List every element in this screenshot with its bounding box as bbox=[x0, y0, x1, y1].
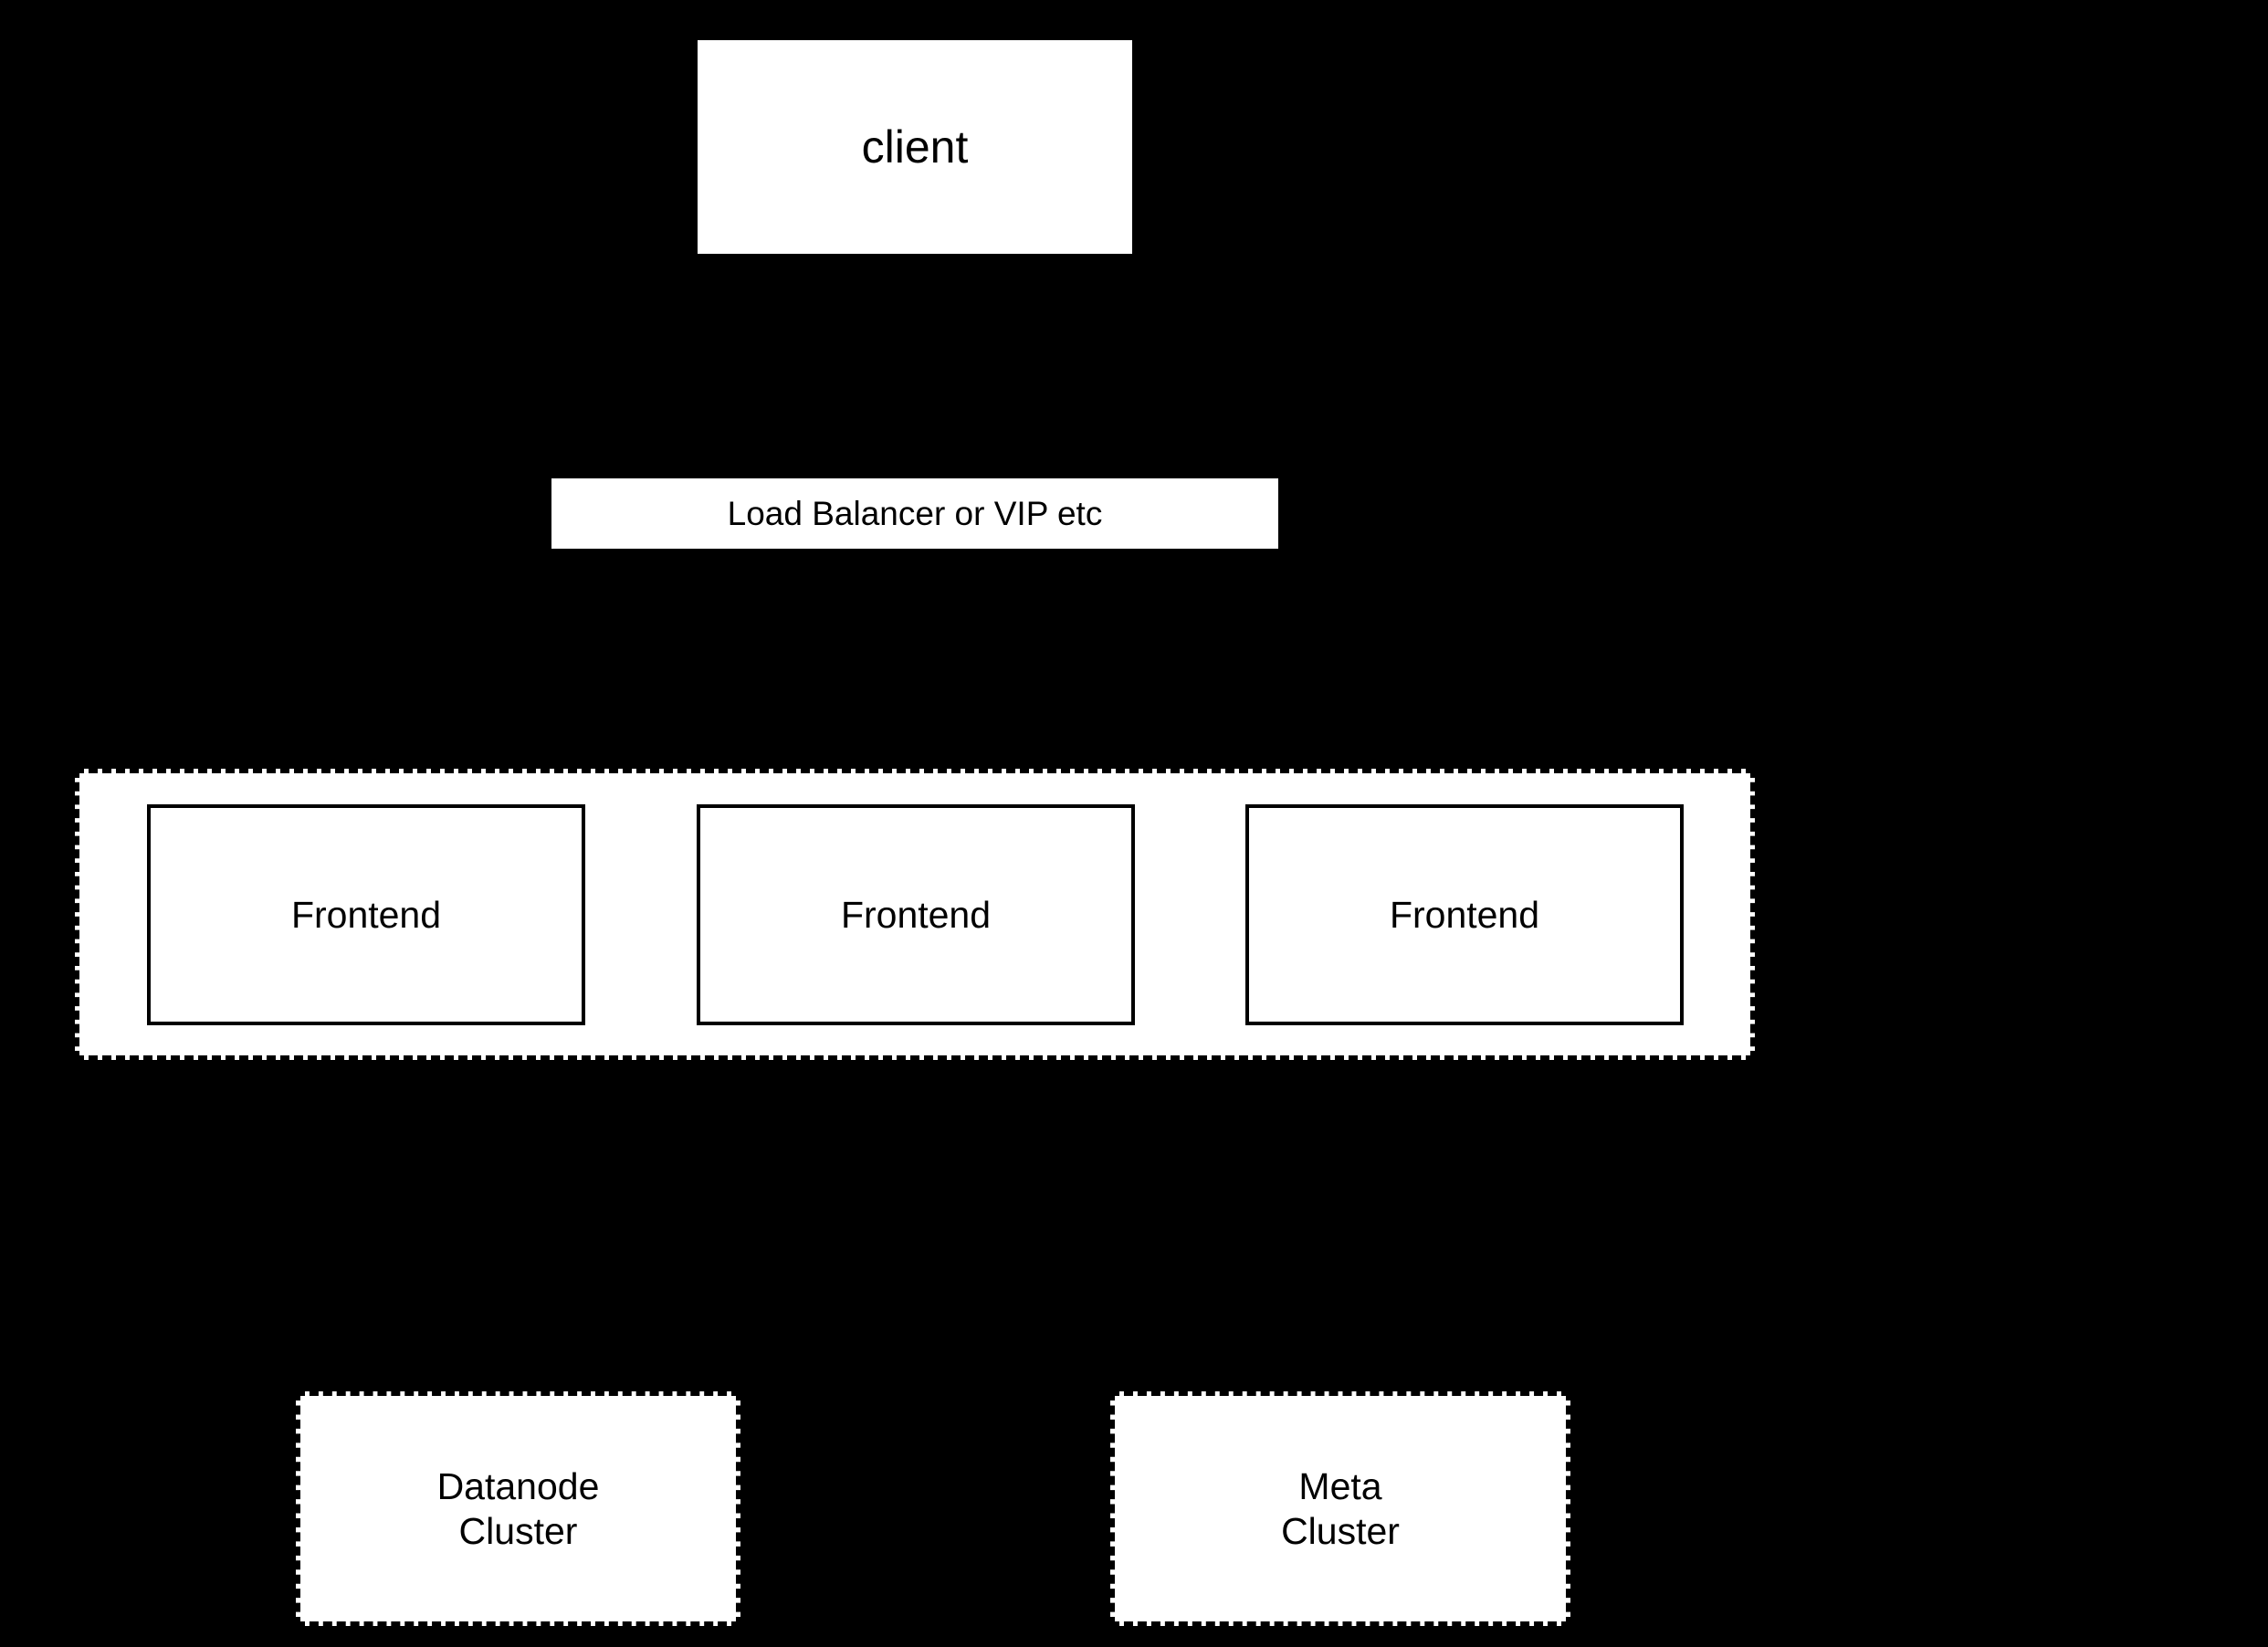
node-datanode-cluster-label: Datanode Cluster bbox=[436, 1465, 600, 1552]
node-frontend-1[interactable]: Frontend bbox=[147, 804, 585, 1025]
node-frontend-3-label: Frontend bbox=[1389, 893, 1540, 936]
node-frontend-2[interactable]: Frontend bbox=[697, 804, 1135, 1025]
node-frontend-3[interactable]: Frontend bbox=[1245, 804, 1684, 1025]
node-frontend-1-label: Frontend bbox=[290, 893, 442, 936]
node-meta-cluster-label: Meta Cluster bbox=[1281, 1465, 1400, 1552]
node-frontend-2-label: Frontend bbox=[840, 893, 992, 936]
node-load-balancer-label: Load Balancer or VIP etc bbox=[727, 494, 1103, 532]
node-client[interactable]: client bbox=[698, 40, 1132, 254]
node-datanode-cluster[interactable]: Datanode Cluster bbox=[296, 1391, 740, 1626]
node-client-label: client bbox=[861, 121, 969, 173]
node-load-balancer[interactable]: Load Balancer or VIP etc bbox=[551, 478, 1278, 549]
node-meta-cluster[interactable]: Meta Cluster bbox=[1110, 1391, 1570, 1626]
